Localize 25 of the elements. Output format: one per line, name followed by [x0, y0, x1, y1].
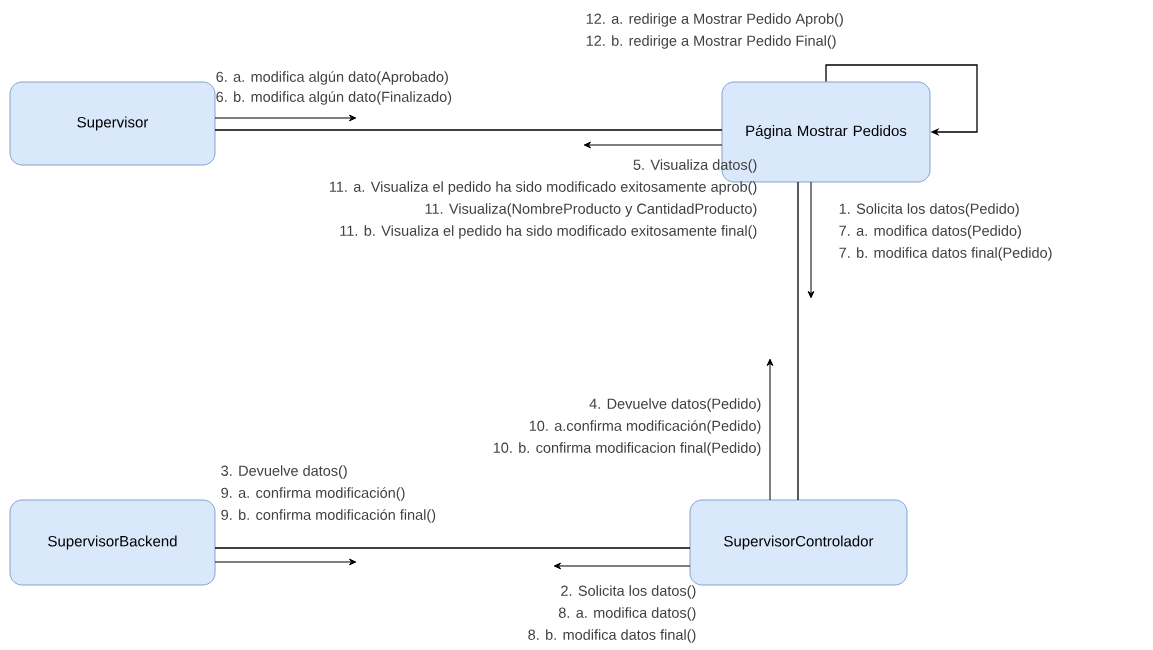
- message-label: 4. Devuelve datos(Pedido): [589, 398, 761, 412]
- message-label: 10. a.confirma modificación(Pedido): [529, 420, 761, 434]
- link-line: [214, 129, 723, 131]
- message-label: 2. Solicita los datos(): [561, 585, 696, 599]
- object-box: SupervisorControlador: [689, 499, 908, 586]
- message-label: 9. a. confirma modificación(): [221, 487, 405, 501]
- link-line: [797, 181, 799, 501]
- message-label: 11. Visualiza(NombreProducto y CantidadProducto): [425, 203, 757, 217]
- message-label: 8. a. modifica datos(): [558, 607, 696, 621]
- message-label: 7. a. modifica datos(Pedido): [839, 225, 1021, 239]
- message-label: 12. b. redirige a Mostrar Pedido Final(): [586, 35, 836, 49]
- message-label: 3. Devuelve datos(): [221, 465, 347, 479]
- message-label: 10. b. confirma modificacion final(Pedido): [493, 442, 761, 456]
- object-box: Supervisor: [9, 81, 216, 166]
- message-label: 5. Visualiza datos(): [633, 159, 757, 173]
- message-label: 11. a. Visualiza el pedido ha sido modificado exitosamente aprob(): [329, 181, 757, 195]
- link-line: [214, 547, 691, 549]
- message-label: 1. Solicita los datos(Pedido): [839, 203, 1019, 217]
- message-label: 11. b. Visualiza el pedido ha sido modificado exitosamente final(): [340, 225, 757, 239]
- message-label: 12. a. redirige a Mostrar Pedido Aprob(): [586, 13, 843, 27]
- message-label: 7. b. modifica datos final(Pedido): [839, 247, 1052, 261]
- message-label: 8. b. modifica datos final(): [528, 629, 696, 643]
- message-label: 6. a. modifica algún dato(Aprobado): [216, 71, 448, 85]
- object-box: SupervisorBackend: [9, 499, 216, 586]
- link-line: [825, 64, 978, 137]
